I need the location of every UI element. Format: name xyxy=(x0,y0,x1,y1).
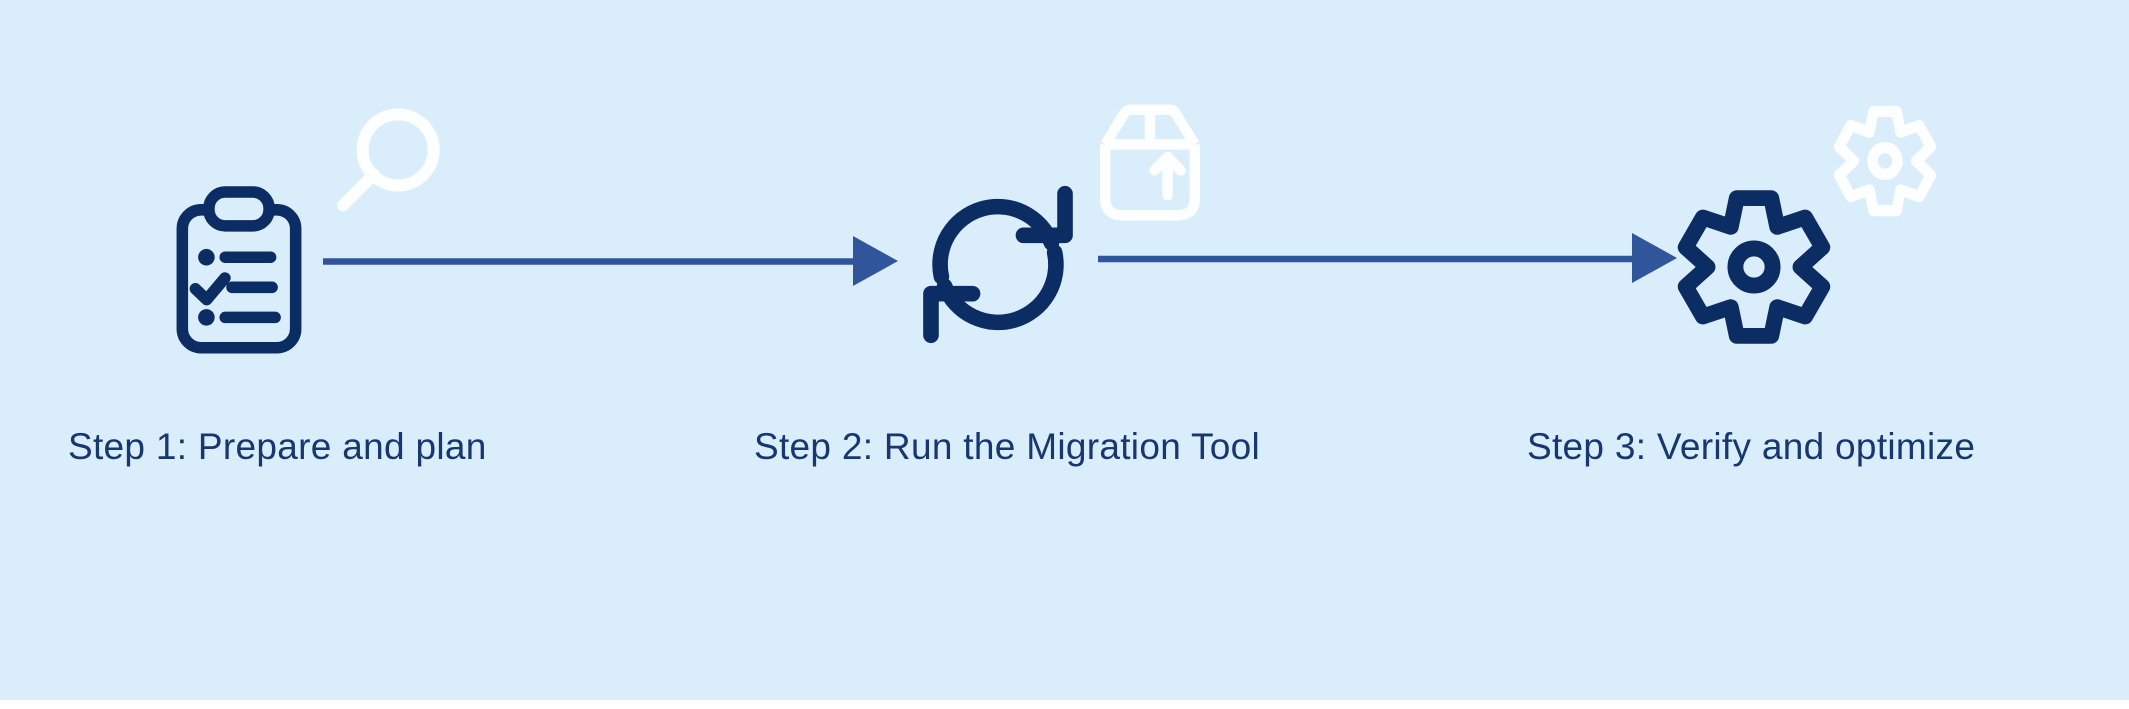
arrowhead-icon xyxy=(1632,233,1677,283)
checklist-bullet xyxy=(198,248,215,266)
checklist-bullet xyxy=(198,309,215,326)
arrowhead-icon xyxy=(853,236,898,286)
package-upload-icon xyxy=(1099,103,1201,222)
magnifier-handle xyxy=(336,168,380,212)
sync-top-arc xyxy=(932,198,1060,285)
upload-arrow-head xyxy=(1149,151,1186,176)
clipboard-clip xyxy=(203,186,275,232)
step-3-label: Step 3: Verify and optimize xyxy=(1527,426,1976,467)
sync-top-arrowhead xyxy=(1015,185,1073,244)
magnifier-icon xyxy=(334,104,446,216)
step-1-label: Step 1: Prepare and plan xyxy=(68,426,487,467)
page-bottom-edge xyxy=(0,700,2129,709)
package-body xyxy=(1099,144,1201,221)
gear-outline xyxy=(1833,105,1937,217)
gear-hub xyxy=(1727,240,1781,294)
gear-icon xyxy=(1672,185,1836,349)
arrow-step2-to-step3 xyxy=(1097,233,1679,285)
checklist-checkmark xyxy=(189,272,231,306)
gear-hub xyxy=(1867,141,1903,181)
step-2-label: Step 2: Run the Migration Tool xyxy=(754,426,1261,467)
arrow-step1-to-step2 xyxy=(322,236,900,288)
gear-outline-icon xyxy=(1830,102,1940,220)
clipboard-checklist-icon xyxy=(176,186,302,354)
magnifier-lens xyxy=(356,108,440,192)
sync-bottom-arrowhead xyxy=(923,285,981,344)
sync-bottom-arc xyxy=(936,244,1064,331)
gear-outline xyxy=(1677,190,1831,344)
sync-arrows-icon xyxy=(920,185,1076,344)
